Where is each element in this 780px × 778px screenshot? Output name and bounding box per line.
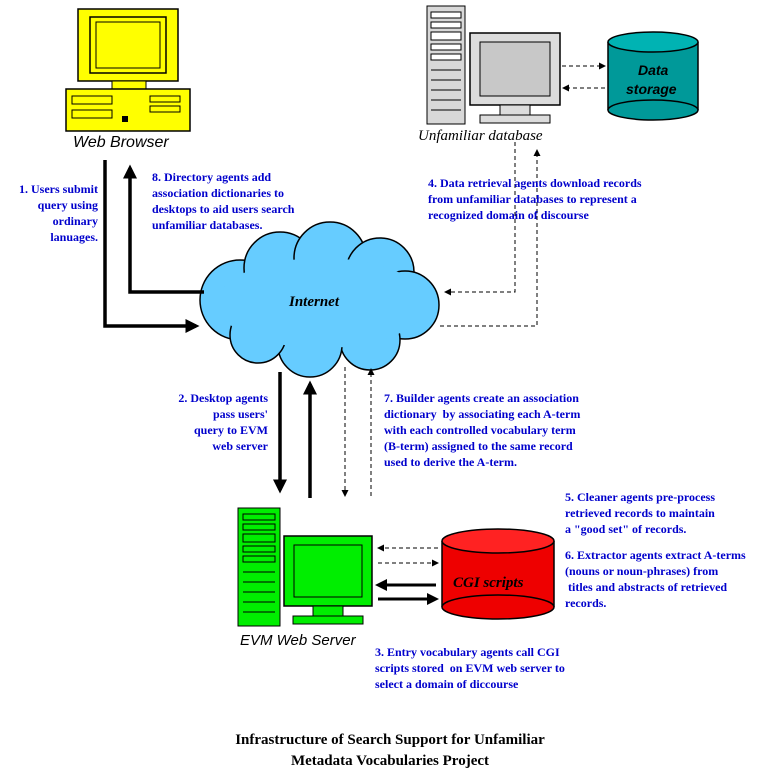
data-storage-label-line2: storage (626, 81, 677, 97)
database-server-icon (426, 5, 561, 125)
internet-cloud-icon (199, 221, 440, 378)
data-storage-icon (607, 31, 699, 121)
web-browser-label: Web Browser (73, 134, 169, 151)
data-storage-label-line1: Data (638, 62, 669, 78)
internet-label: Internet (289, 294, 340, 310)
db-to-internet-arrow (444, 142, 516, 296)
step-4-note: 4. Data retrieval agents download record… (428, 176, 642, 222)
cgi-scripts-icon (441, 528, 555, 620)
step-5-note: 5. Cleaner agents pre-process retrieved … (565, 490, 715, 536)
diagram-title-line1: Infrastructure of Search Support for Unf… (235, 732, 545, 748)
diagram-title-line2: Metadata Vocabularies Project (290, 753, 490, 769)
web-browser-computer-icon (65, 8, 191, 132)
step-8-note: 8. Directory agents add association dict… (152, 170, 295, 232)
step-6-note: 6. Extractor agents extract A-terms (nou… (565, 548, 746, 610)
evm-web-server-label: EVM Web Server (240, 632, 356, 649)
evm-server-icon (237, 507, 373, 627)
step-7-note: 7. Builder agents create an association … (384, 391, 581, 469)
dictionary-to-browser-arrow (123, 164, 204, 294)
query-to-internet-arrow (103, 160, 200, 333)
step-3-note: 3. Entry vocabulary agents call CGI scri… (375, 645, 565, 691)
cgi-scripts-label: CGI scripts (453, 575, 524, 591)
unfamiliar-database-label: Unfamiliar database (418, 128, 543, 144)
step-2-note: 2. Desktop agents pass users' query to E… (178, 391, 268, 453)
step-1-note: 1. Users submit query using ordinary lan… (18, 182, 98, 244)
